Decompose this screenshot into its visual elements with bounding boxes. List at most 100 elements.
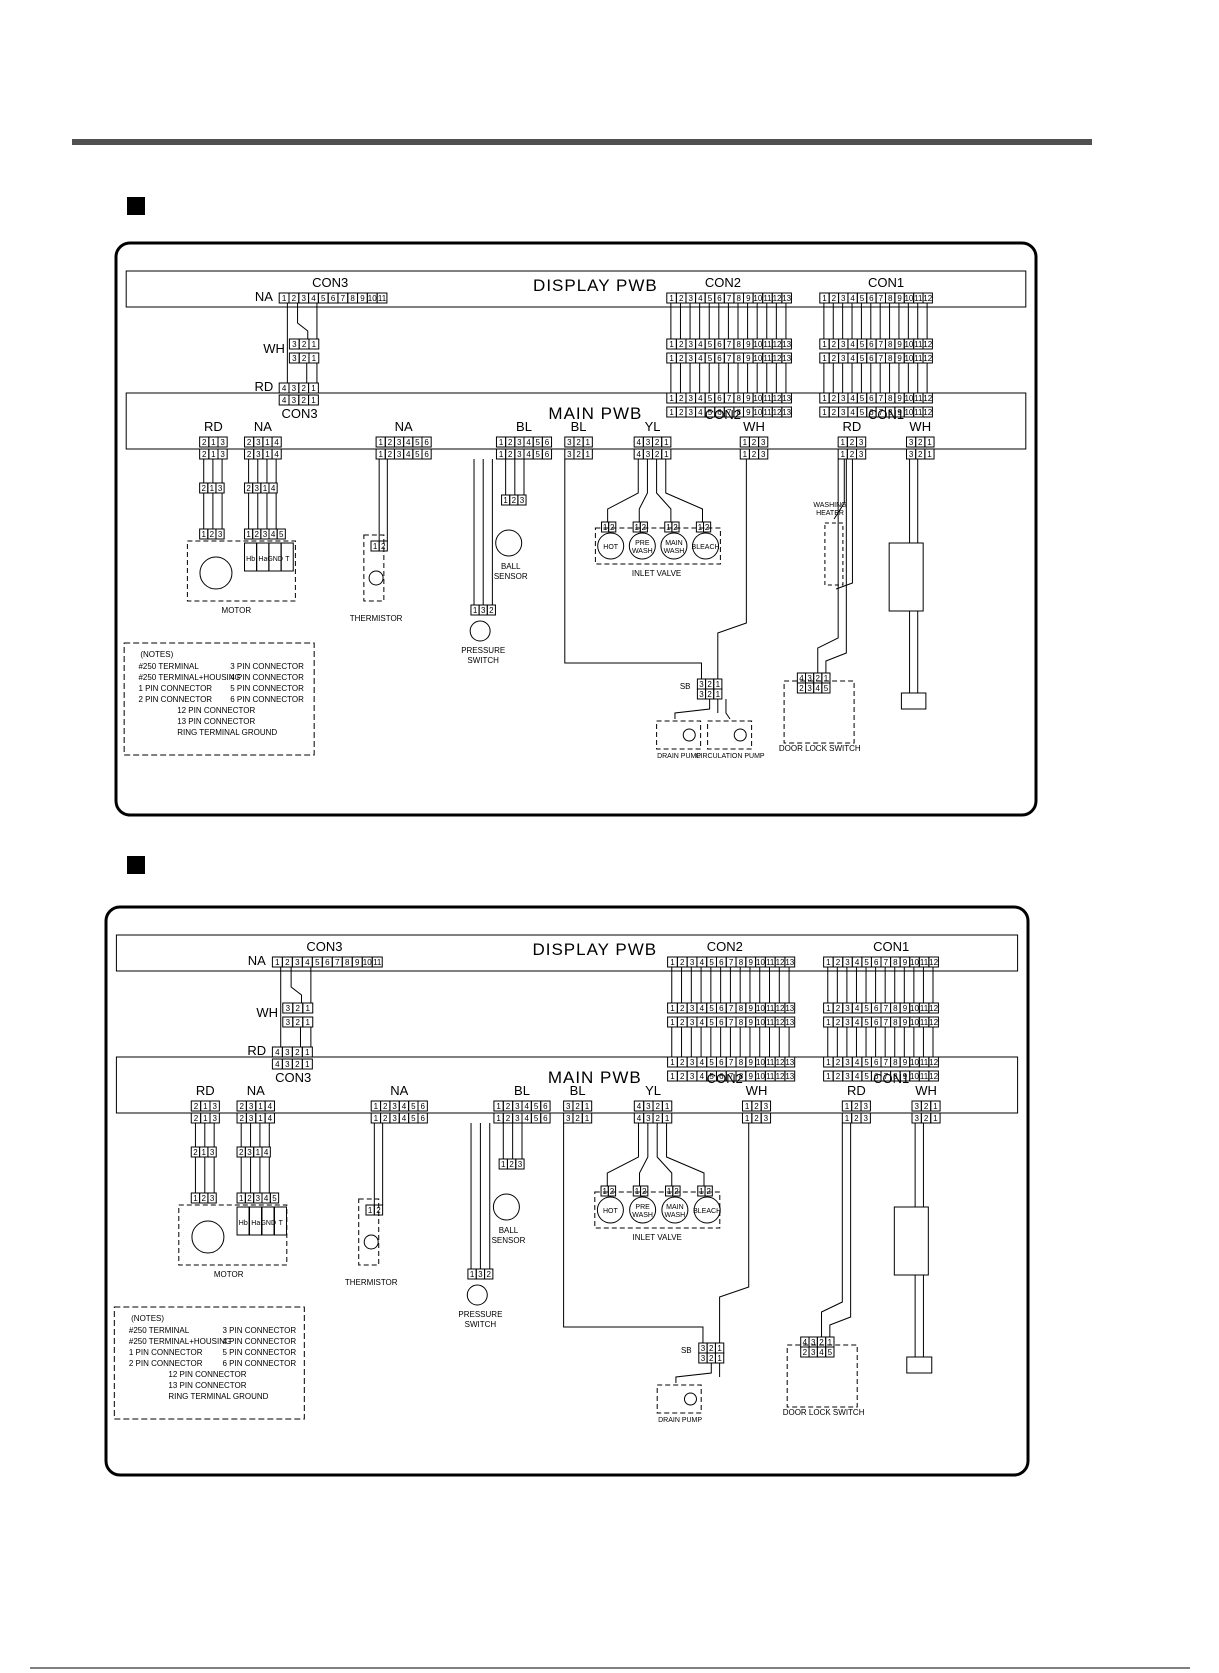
display-con3-pin-label: 2	[285, 958, 290, 967]
harness-con2-row-0-pin-label: 3	[689, 340, 694, 349]
inlet-valve-conn-pin	[704, 1185, 713, 1197]
main-conn-0-a-pin-label: 2	[202, 438, 207, 447]
harness-con2-row-2-pin-label: 11	[763, 394, 772, 403]
sb-conn-b-pin-label: 2	[707, 690, 712, 699]
harness-con1-row-0-pin-label: 12	[923, 340, 932, 349]
drain-pump-box	[656, 1384, 702, 1414]
main-con3-label: CON3	[282, 406, 318, 421]
door-lock-wire	[817, 459, 839, 673]
motor-sensor-label: Hb	[246, 556, 255, 563]
harness-con2-row-1-pin-label: 12	[776, 1018, 785, 1027]
door-lock-wire	[825, 459, 847, 673]
harness-con1-row-0-pin-label: 7	[884, 1004, 889, 1013]
harness-con1-row-3-pin-label: 11	[920, 1072, 929, 1081]
inlet-valve-conn-pin	[640, 1185, 649, 1197]
harness-con1-row-1-pin-label: 11	[920, 1018, 929, 1027]
harness-con1-row-2-pin-label: 5	[860, 394, 865, 403]
con3-rd-row-a-pin-label: 4	[282, 384, 287, 393]
main-conn-0-b-pin-label: 1	[211, 450, 216, 459]
notes-item: RING TERMINAL GROUND	[168, 1392, 268, 1401]
inlet-valve-label: INLET VALVE	[633, 1233, 682, 1242]
door-lock-conn-b-pin-label: 2	[803, 1348, 808, 1357]
main-conn-1-a-pin	[264, 1100, 275, 1112]
notes-item: #250 TERMINAL	[138, 662, 199, 671]
main-conn-4-a-pin-label: 2	[575, 1102, 580, 1111]
harness-con2-row-3-pin	[781, 406, 792, 418]
display-con1-title: CON1	[873, 939, 909, 954]
main-conn-4-b-pin-label: 1	[585, 1114, 590, 1123]
main-conn-0-b-pin	[209, 1112, 220, 1124]
power-filter-box	[893, 1206, 929, 1276]
harness-con2-row-2-pin-label: 5	[708, 394, 713, 403]
main-conn-3-a-pin-label: 2	[508, 438, 513, 447]
harness-con1-row-3-pin-label: 9	[903, 1072, 908, 1081]
harness-con2-row-1-pin	[784, 1016, 796, 1028]
harness-con2-row-2-pin-label: 10	[756, 1058, 765, 1067]
display-con3-pin-label: 9	[355, 958, 360, 967]
display-con1-pin-label: 3	[845, 958, 850, 967]
harness-con1-row-0-pin-label: 2	[836, 1004, 841, 1013]
sb-conn-b-pin-label: 3	[699, 690, 704, 699]
harness-con1-row-1-pin-label: 1	[826, 1018, 831, 1027]
main-conn-1-a-pin-label: 2	[247, 438, 252, 447]
harness-con1-row-2-pin-label: 2	[836, 1058, 841, 1067]
main-conn-label-8: WH	[909, 419, 931, 434]
main-conn-8-b-pin-label: 2	[918, 450, 923, 459]
main-conn-3-a-pin-label: 6	[545, 438, 550, 447]
display-con3-title: CON3	[306, 939, 342, 954]
inlet-valve-conn-pin-label: 2	[673, 523, 678, 532]
con3-wh-row-b-pin-label: 2	[302, 354, 307, 363]
main-conn-3-a-pin-label: 5	[534, 1102, 539, 1111]
main-conn-1-a-pin-label: 3	[249, 1102, 254, 1111]
main-conn-7-a-pin-label: 3	[863, 1102, 868, 1111]
motor-mid-conn-pin-label: 2	[201, 484, 206, 493]
harness-con2-row-1-pin-label: 1	[669, 354, 674, 363]
main-conn-4-a-pin	[581, 1100, 593, 1112]
main-conn-6-b-pin	[758, 448, 769, 460]
drain-pump-label: DRAIN PUMP	[657, 753, 701, 760]
harness-con1-row-2-pin-label: 8	[888, 394, 893, 403]
main-conn-2-b-pin-label: 2	[383, 1114, 388, 1123]
harness-con1-row-1-pin-label: 9	[903, 1018, 908, 1027]
main-conn-label-7: RD	[847, 1083, 866, 1098]
harness-con2-row-3-pin-label: 9	[746, 408, 751, 417]
main-conn-3-b-pin-label: 1	[499, 450, 504, 459]
main-conn-4-b-pin	[582, 448, 593, 460]
display-con1-pin-label: 1	[826, 958, 831, 967]
notes-item: 6 PIN CONNECTOR	[230, 695, 304, 704]
main-conn-3-b-pin-label: 5	[536, 450, 541, 459]
sb-conn-a-pin-label: 2	[709, 1344, 714, 1353]
main-conn-0-a-pin-label: 2	[194, 1102, 199, 1111]
display-con3-pin-label: 8	[350, 294, 355, 303]
heater-wire	[833, 459, 845, 520]
harness-con1-row-1-pin-label: 2	[836, 1018, 841, 1027]
inlet-valve-name: WASH	[632, 1212, 653, 1219]
motor-mid-conn-2-pin	[261, 1146, 271, 1158]
main-conn-4-b-pin-label: 1	[586, 450, 591, 459]
door-lock-conn-b-pin-label: 4	[816, 684, 821, 693]
main-conn-6-a-pin-label: 2	[752, 438, 757, 447]
harness-con1-row-2-pin-label: 5	[864, 1058, 869, 1067]
harness-con2-row-0-pin-label: 4	[698, 340, 703, 349]
main-conn-8-b-pin-label: 1	[927, 450, 932, 459]
harness-con2-row-3-pin	[784, 1070, 796, 1082]
harness-con1-row-2-pin-label: 1	[826, 1058, 831, 1067]
door-lock-box	[783, 680, 855, 744]
harness-con2-row-2-pin-label: 4	[700, 1058, 705, 1067]
inlet-valve-name: BLEACH	[692, 544, 720, 551]
main-conn-5-b-pin-label: 1	[664, 450, 669, 459]
sb-conn-a-pin-label: 3	[701, 1344, 706, 1353]
harness-con1-row-3-pin-label: 1	[826, 1072, 831, 1081]
harness-con2-row-1-pin	[781, 352, 792, 364]
harness-con2-row-2-pin-label: 6	[717, 394, 722, 403]
con3-rd-row-a-pin-label: 1	[305, 1048, 310, 1057]
ball-sensor-conn-pin-label: 1	[501, 1160, 506, 1169]
motor-mid-conn-2-pin-label: 4	[271, 484, 276, 493]
harness-con1-row-3-pin-label: 10	[910, 1072, 919, 1081]
harness-con1-row-0-pin-label: 9	[903, 1004, 908, 1013]
main-conn-5-b-pin-label: 2	[655, 450, 660, 459]
main-conn-0-a-pin-label: 3	[220, 438, 225, 447]
main-conn-8-b-pin-label: 2	[924, 1114, 929, 1123]
main-conn-7-a-pin-label: 2	[850, 438, 855, 447]
harness-con1-row-2-pin-label: 4	[850, 394, 855, 403]
